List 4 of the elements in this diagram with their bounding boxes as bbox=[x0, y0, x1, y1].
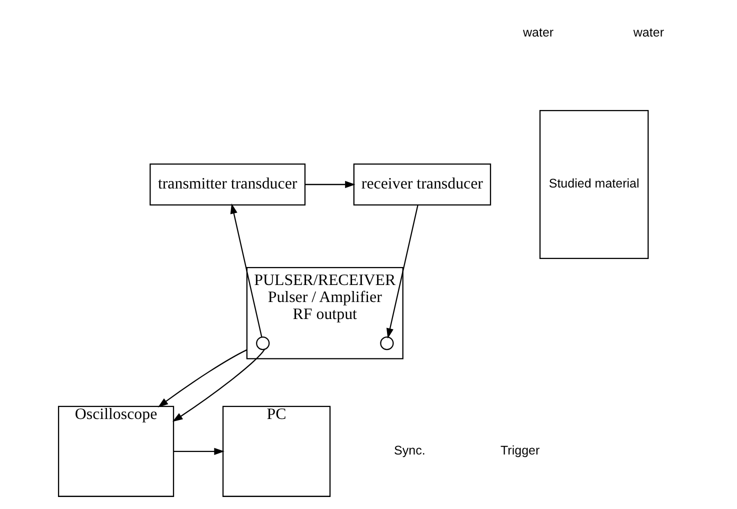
label: Sync. bbox=[394, 444, 425, 458]
label: water bbox=[522, 25, 554, 40]
label: water bbox=[632, 25, 664, 40]
label: Trigger bbox=[500, 444, 540, 458]
